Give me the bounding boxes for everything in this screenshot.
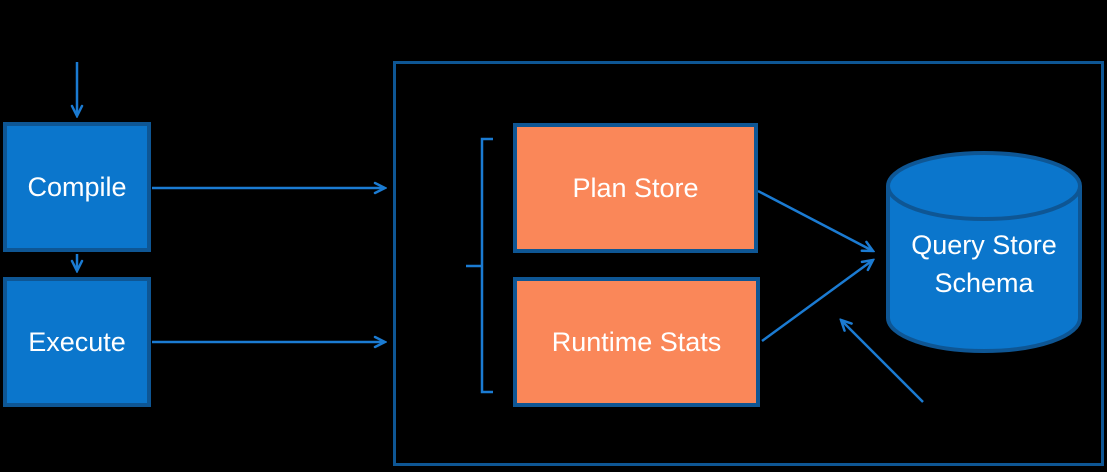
plan-store-to-schema-arrow bbox=[757, 189, 873, 251]
query-store-container-box bbox=[393, 61, 1104, 466]
database-cylinder-body bbox=[886, 186, 1082, 353]
database-cylinder-top bbox=[886, 151, 1082, 221]
compile-box: Compile bbox=[3, 122, 151, 252]
runtime-stats-label: Runtime Stats bbox=[551, 326, 722, 357]
plan-store-label: Plan Store bbox=[572, 172, 699, 203]
runtime-stats-to-schema-arrow bbox=[761, 260, 873, 343]
database-cylinder bbox=[886, 151, 1082, 353]
plan-store-box: Plan Store bbox=[513, 123, 758, 253]
compile-label: Compile bbox=[27, 171, 127, 202]
runtime-stats-box: Runtime Stats bbox=[513, 277, 760, 407]
query-store-schema-label: Query Store Schema bbox=[911, 230, 1057, 298]
bottom-to-schema-arrow bbox=[841, 320, 924, 403]
execute-label: Execute bbox=[28, 326, 126, 357]
execute-box: Execute bbox=[3, 277, 151, 407]
stores-group-brace bbox=[466, 137, 493, 394]
